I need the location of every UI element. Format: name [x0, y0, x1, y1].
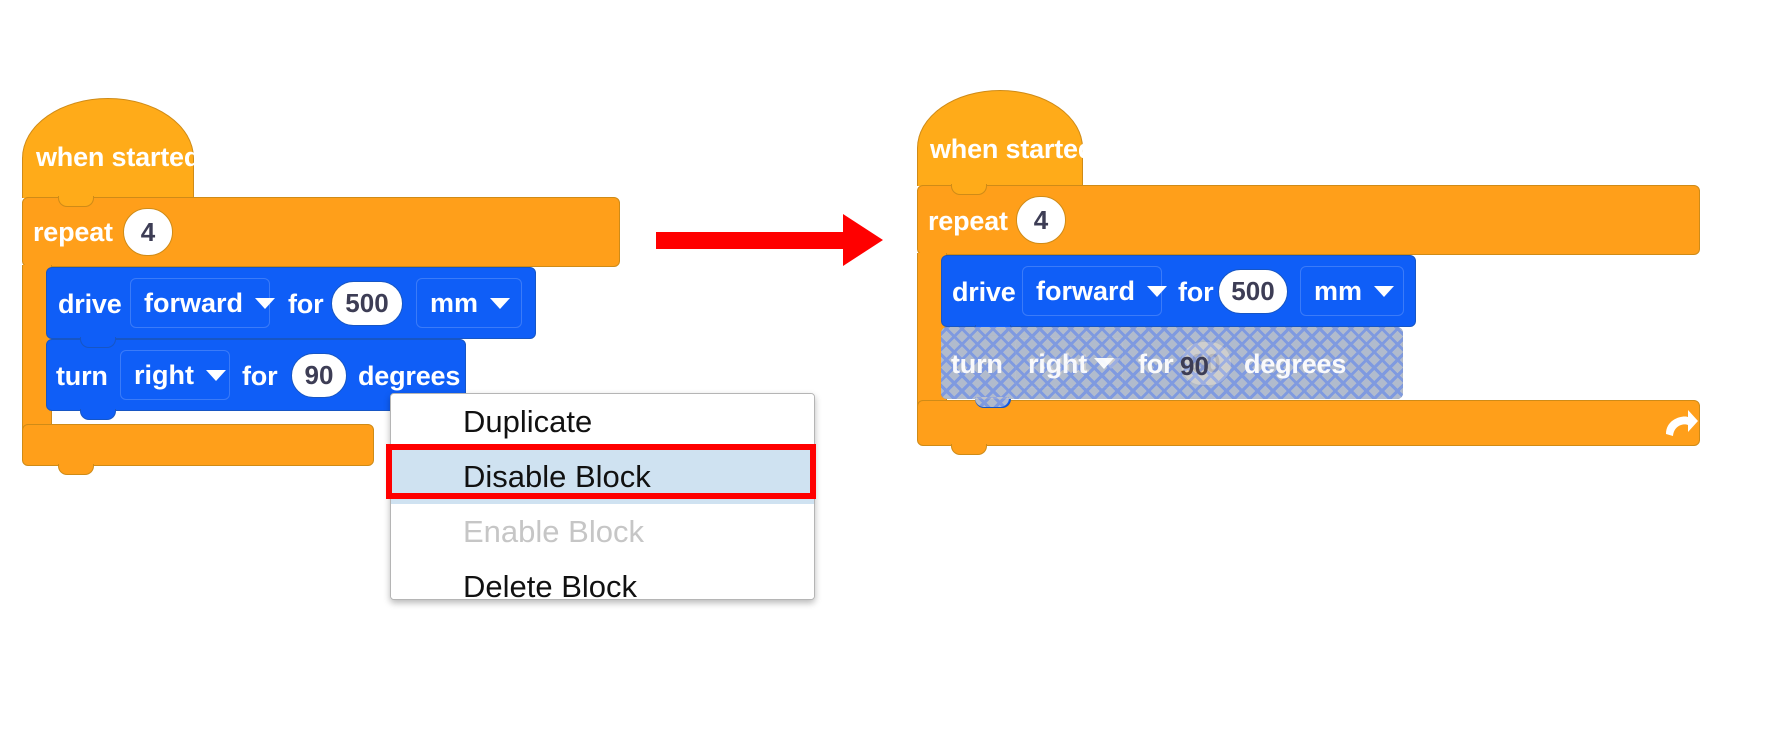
turn-for-label: for [242, 361, 278, 391]
repeat-block-top-bar[interactable] [22, 197, 620, 267]
context-menu-item-enable-block: Enable Block [391, 504, 814, 559]
drive-distance-field-after[interactable]: 500 [1218, 269, 1288, 314]
arrow-shaft [656, 232, 846, 249]
turn-direction-value-disabled: right [1028, 349, 1087, 379]
turn-amount-field[interactable]: 90 [291, 353, 347, 398]
chevron-down-icon [1374, 285, 1395, 297]
hat-bottom-notch [58, 196, 94, 207]
drive-for-label-after: for [1178, 277, 1214, 307]
repeat-label-after: repeat [928, 206, 1008, 236]
turn-direction-dropdown[interactable]: right [120, 350, 230, 400]
repeat-block-bottom-bar[interactable] [22, 424, 374, 466]
when-started-label: when started [36, 142, 201, 172]
drive-unit-value: mm [430, 287, 479, 318]
drive-block-bottom-notch [80, 337, 116, 348]
context-menu-label-duplicate: Duplicate [463, 403, 593, 439]
when-started-hat-body[interactable] [22, 160, 194, 198]
drive-verb-label-after: drive [952, 277, 1016, 307]
context-menu-item-duplicate[interactable]: Duplicate [391, 394, 814, 449]
arrow-head-icon [843, 214, 883, 266]
drive-unit-dropdown[interactable]: mm [416, 278, 522, 328]
repeat-bottom-notch [58, 464, 94, 475]
turn-for-label-disabled: for [1138, 349, 1174, 379]
context-menu-item-disable-block[interactable]: Disable Block [391, 449, 814, 504]
context-menu-label-delete-block: Delete Block [463, 568, 638, 600]
drive-direction-value-after: forward [1036, 275, 1136, 306]
when-started-label-after: when started [930, 134, 1095, 164]
drive-direction-dropdown[interactable]: forward [130, 278, 276, 328]
context-menu-label-disable-block: Disable Block [463, 458, 651, 494]
repeat-label: repeat [33, 217, 113, 247]
turn-block-bottom-notch [80, 409, 116, 420]
loop-arrow-icon [1666, 410, 1698, 436]
context-menu-item-delete-block[interactable]: Delete Block [391, 559, 814, 600]
drive-for-label: for [288, 289, 324, 319]
drive-direction-dropdown-after[interactable]: forward [1022, 266, 1168, 316]
hat-bottom-notch-after [951, 184, 987, 195]
chevron-down-icon [1147, 285, 1168, 297]
turn-direction-value: right [134, 359, 194, 390]
repeat-bottom-notch-after [951, 444, 987, 455]
turn-verb-label: turn [56, 361, 108, 391]
drive-verb-label: drive [58, 289, 122, 319]
when-started-hat-body-after[interactable] [917, 148, 1083, 186]
drive-block-bottom-notch-after [975, 325, 1011, 336]
turn-block-bottom-notch-after [975, 397, 1011, 408]
repeat-count-field-after[interactable]: 4 [1016, 196, 1066, 244]
drive-direction-value: forward [144, 287, 244, 318]
repeat-block-bottom-bar-after[interactable] [917, 400, 1700, 446]
drive-unit-dropdown-after[interactable]: mm [1300, 266, 1404, 316]
chevron-down-icon [206, 369, 226, 381]
turn-amount-disabled: 90 [1180, 351, 1209, 381]
turn-verb-label-disabled: turn [951, 349, 1003, 379]
turn-unit-label: degrees [358, 361, 461, 391]
chevron-down-icon [255, 297, 276, 309]
context-menu-label-enable-block: Enable Block [463, 513, 644, 549]
repeat-count-field[interactable]: 4 [123, 208, 173, 256]
drive-unit-value-after: mm [1314, 275, 1363, 306]
turn-unit-label-disabled: degrees [1244, 349, 1347, 379]
chevron-down-icon [490, 297, 511, 309]
block-context-menu[interactable]: Duplicate Disable Block Enable Block Del… [390, 393, 815, 600]
drive-distance-field[interactable]: 500 [331, 281, 403, 326]
chevron-down-icon [1094, 358, 1114, 369]
